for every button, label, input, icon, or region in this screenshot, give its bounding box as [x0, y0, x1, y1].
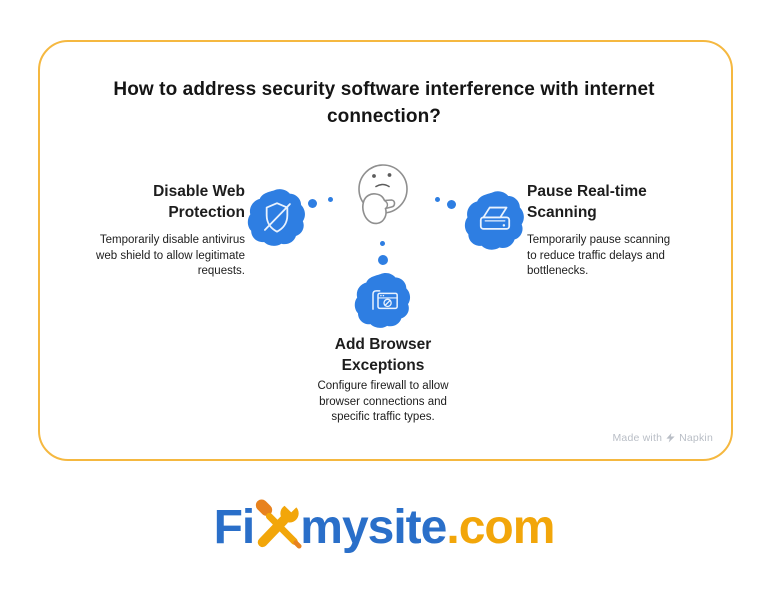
desc-line: to reduce traffic delays and: [527, 249, 665, 262]
browser-blocked-icon: [354, 272, 411, 328]
title-line-2: connection?: [326, 106, 442, 127]
made-with-text: Made with: [612, 432, 663, 444]
step-heading-pause-realtime-scanning: Pause Real-time Scanning: [527, 181, 737, 223]
napkin-bolt-icon: [666, 433, 675, 443]
heading-line: Pause Real-time: [527, 183, 647, 200]
step-desc-pause-realtime-scanning: Temporarily pause scanning to reduce tra…: [527, 233, 717, 280]
logo-text-prefix: Fi: [213, 501, 256, 554]
desc-line: web shield to allow legitimate: [96, 249, 245, 262]
desc-line: requests.: [197, 265, 245, 277]
step-desc-add-browser-exceptions: Configure firewall to allow browser conn…: [293, 379, 473, 426]
desc-line: browser connections and: [319, 395, 447, 408]
desc-line: Temporarily pause scanning: [527, 234, 671, 246]
logo-text-suffix: .com: [446, 501, 555, 554]
desc-line: Temporarily disable antivirus: [99, 234, 245, 246]
heading-line: Protection: [168, 204, 245, 221]
scanner-icon: [464, 191, 524, 250]
thinking-face-icon: [358, 164, 408, 225]
connector-dot: [378, 255, 388, 265]
step-heading-disable-web-protection: Disable Web Protection: [45, 181, 245, 223]
desc-line: specific traffic types.: [331, 411, 435, 423]
connector-dot: [328, 197, 333, 202]
desc-line: bottlenecks.: [527, 265, 589, 277]
napkin-brand-text: Napkin: [679, 432, 713, 444]
connector-dot: [435, 197, 440, 202]
step-heading-add-browser-exceptions: Add Browser Exceptions: [283, 334, 483, 376]
connector-dot: [308, 199, 317, 208]
made-with-napkin-badge: Made with Napkin: [612, 432, 713, 444]
step-desc-disable-web-protection: Temporarily disable antivirus web shield…: [56, 233, 245, 280]
logo-text-middle: mysite: [300, 501, 447, 554]
fixmysite-logo: Fi mysite.com: [0, 496, 768, 555]
shield-disabled-icon: [247, 189, 305, 246]
heading-line: Scanning: [527, 204, 597, 221]
crossed-tools-icon: [256, 496, 302, 549]
heading-line: Disable Web: [153, 183, 245, 200]
heading-line: Exceptions: [341, 357, 425, 374]
diagram-card: [38, 40, 733, 461]
desc-line: Configure firewall to allow: [317, 380, 449, 392]
title-line-1: How to address security software interfe…: [113, 79, 655, 100]
heading-line: Add Browser: [334, 336, 432, 353]
diagram-title: How to address security software interfe…: [64, 76, 704, 130]
connector-dot: [447, 200, 456, 209]
connector-dot: [380, 241, 385, 246]
